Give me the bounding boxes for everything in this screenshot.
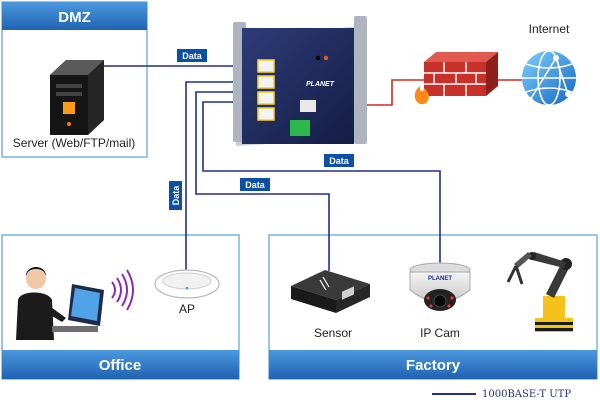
data-tag-ap: Data (169, 181, 182, 210)
user-laptop-icon (16, 267, 104, 340)
firewall-icon (414, 52, 498, 104)
switch-power-terminal (290, 120, 310, 136)
ipcam-brand: PLANET (428, 276, 452, 282)
ap-device (154, 269, 220, 299)
server-label: Server (Web/FTP/mail) (13, 136, 135, 150)
switch-device: PLANET (233, 16, 367, 146)
ipcam-label: IP Cam (420, 326, 460, 340)
link-ipcam (202, 101, 441, 270)
data-tag-sensor-text: Data (245, 180, 266, 190)
switch-port-1 (257, 59, 275, 73)
internet-globe-icon (522, 50, 576, 106)
dmz-header (2, 2, 147, 30)
dmz-zone: DMZ (1, 1, 148, 158)
switch-brand: PLANET (306, 81, 335, 88)
wifi-waves-icon (111, 269, 134, 311)
ipcam-device: PLANET (409, 262, 471, 311)
data-tag-ipcam: Data (324, 154, 354, 167)
data-tag-ap-text: Data (171, 185, 181, 206)
fire-icon (414, 86, 429, 104)
data-tag-server: Data (177, 49, 207, 62)
legend-label: 1000BASE-T UTP (482, 389, 571, 400)
server-device (50, 60, 104, 135)
office-title: Office (99, 357, 142, 374)
robot-arm-icon (506, 252, 573, 332)
legend: 1000BASE-T UTP (432, 389, 571, 400)
data-tag-server-text: Data (182, 51, 203, 61)
factory-header (269, 350, 597, 379)
dmz-title: DMZ (58, 9, 91, 26)
sensor-label: Sensor (314, 326, 352, 340)
office-zone: Office (1, 234, 240, 380)
factory-zone: Factory (268, 234, 598, 380)
office-header (2, 350, 239, 379)
utp-links (104, 65, 441, 271)
switch-port-4 (257, 107, 275, 121)
data-tag-sensor: Data (240, 178, 270, 191)
ap-label: AP (179, 302, 195, 316)
link-sensor (195, 91, 330, 271)
switch-port-2 (257, 75, 275, 89)
factory-title: Factory (406, 357, 461, 374)
switch-port-3 (257, 91, 275, 105)
sensor-device (291, 270, 370, 313)
data-tag-ipcam-text: Data (329, 156, 350, 166)
link-ap (185, 81, 250, 271)
internet-label: Internet (529, 22, 570, 36)
